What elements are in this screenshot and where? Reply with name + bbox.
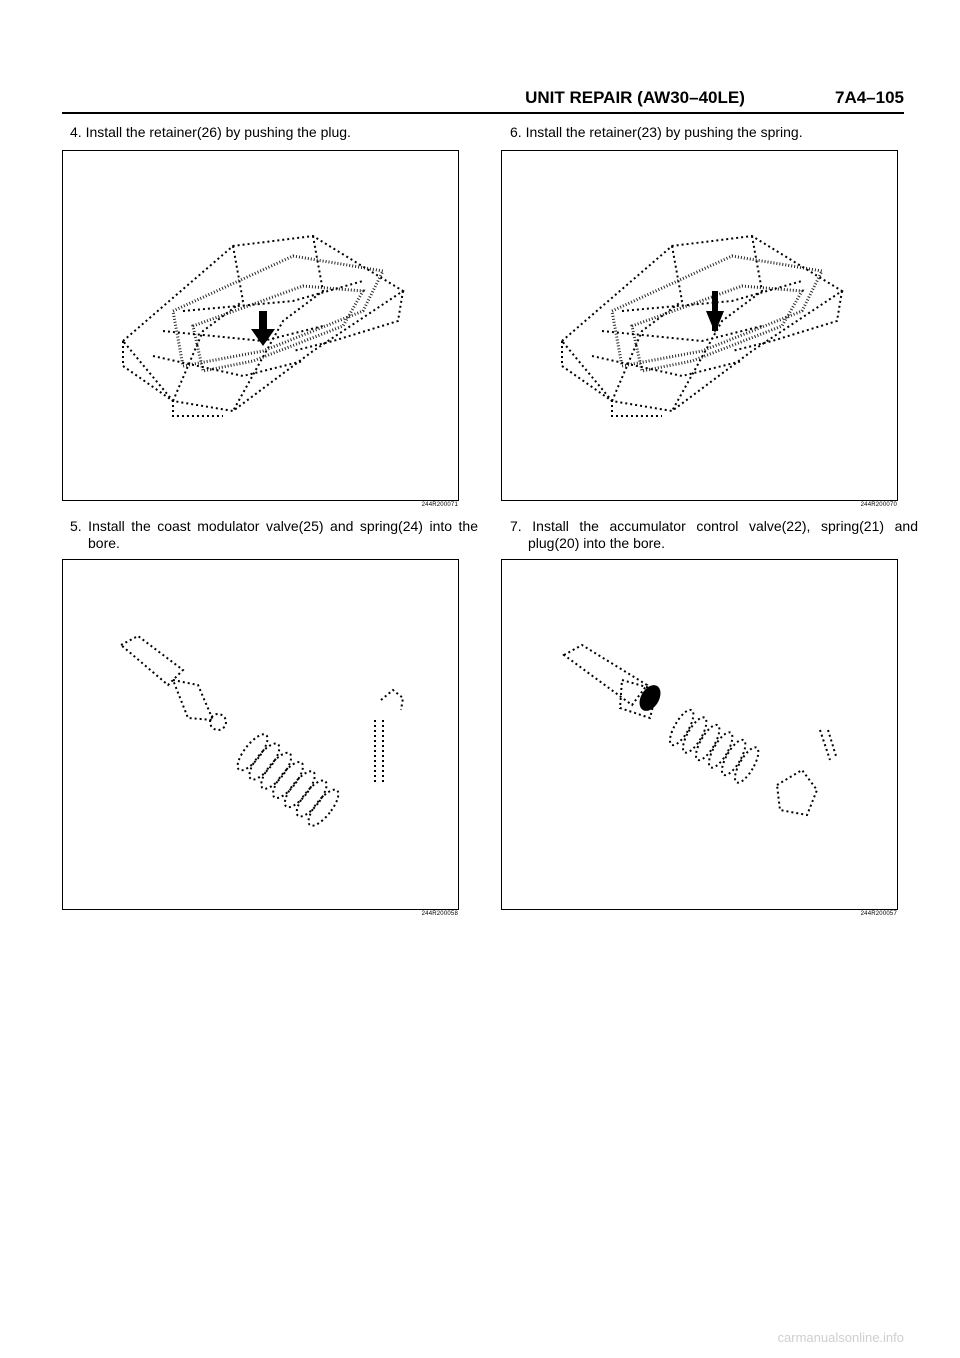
figure-code-step-6: 244R200070: [860, 502, 897, 508]
page-header-title: UNIT REPAIR (AW30–40LE): [525, 88, 745, 107]
figure-code-step-5: 244R200058: [421, 911, 458, 917]
figure-step-4: [62, 150, 459, 501]
figure-code-step-7: 244R200057: [860, 911, 897, 917]
header-divider: [62, 112, 904, 114]
valve-body-retainer-illustration: [560, 234, 844, 417]
watermark: carmanualsonline.info: [777, 1330, 904, 1345]
figure-step-6: [501, 150, 898, 501]
figure-step-5: [62, 559, 459, 910]
figure-step-7: [501, 559, 898, 910]
step-6-text: 6. Install the retainer(23) by pushing t…: [510, 124, 803, 140]
valve-and-spring-illustration: [119, 634, 405, 827]
step-7-text: 7. Install the accumulator control valve…: [510, 518, 918, 551]
step-4-text: 4. Install the retainer(26) by pushing t…: [70, 124, 351, 140]
step-5-text: 5. Install the coast modulator valve(25)…: [70, 518, 478, 551]
figure-code-step-4: 244R200071: [421, 502, 458, 508]
page-number: 7A4–105: [834, 88, 904, 107]
valve-body-retainer-illustration: [121, 234, 405, 417]
valve-spring-plug-illustration: [562, 643, 837, 817]
